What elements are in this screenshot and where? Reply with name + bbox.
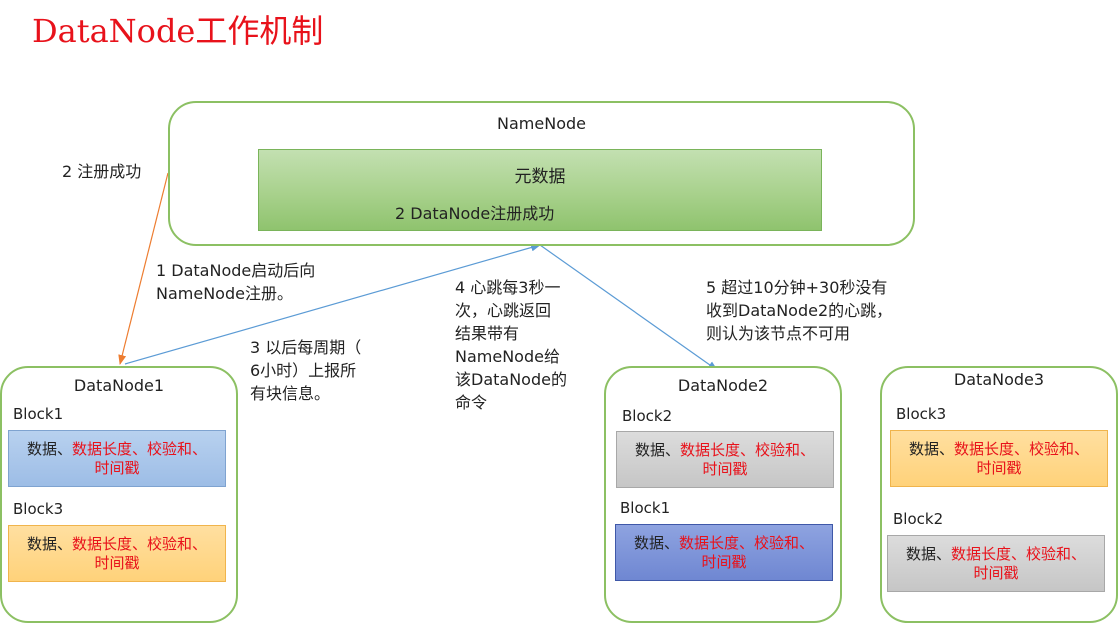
datanode2-box (604, 366, 842, 623)
note-line: 6小时）上报所 (250, 361, 357, 380)
note-line: 3 以后每周期（ (250, 338, 362, 357)
block-data-text: 数据、 (26, 440, 72, 458)
note-line: NameNode给 (455, 347, 560, 366)
startup-register-note: 1 DataNode启动后向 NameNode注册。 (156, 259, 315, 305)
block-time-text: 时间戳 (701, 553, 747, 571)
datanode1-block1-box: 数据、数据长度、校验和、 时间戳 (8, 430, 226, 487)
datanode3-block3-label: Block3 (896, 405, 947, 423)
datanode2-block2-label: Block2 (622, 407, 673, 425)
datanode2-block1-box: 数据、数据长度、校验和、 时间戳 (615, 524, 833, 581)
block-meta-text: 数据长度、校验和、 (680, 441, 816, 459)
note-line: NameNode注册。 (156, 284, 293, 303)
datanode3-block2-label: Block2 (893, 510, 944, 528)
block-meta-text: 数据长度、校验和、 (951, 545, 1087, 563)
note-line: 4 心跳每3秒一 (455, 278, 561, 297)
block-data-text: 数据、 (26, 535, 72, 553)
heartbeat-note: 4 心跳每3秒一 次，心跳返回 结果带有 NameNode给 该DataNode… (455, 276, 567, 414)
datanode2-block1-label: Block1 (620, 499, 671, 517)
namenode-to-datanode2-arrow (530, 236, 718, 371)
note-line: 次，心跳返回 (455, 301, 552, 320)
page-title: DataNode工作机制 (32, 12, 324, 50)
metadata-register-note: 2 DataNode注册成功 (395, 204, 555, 223)
datanode1-to-namenode-arrow (124, 243, 541, 365)
note-line: 收到DataNode2的心跳， (706, 301, 893, 320)
datanode2-label: DataNode2 (677, 376, 769, 395)
note-line: 5 超过10分钟+30秒没有 (706, 278, 888, 297)
note-line: 命令 (455, 393, 488, 412)
datanode2-block2-box: 数据、数据长度、校验和、 时间戳 (616, 431, 834, 488)
datanode3-block2-box: 数据、数据长度、校验和、 时间戳 (887, 535, 1105, 592)
block-time-text: 时间戳 (973, 564, 1019, 582)
block-time-text: 时间戳 (702, 460, 748, 478)
note-line: 有块信息。 (250, 384, 331, 403)
datanode1-block1-label: Block1 (13, 405, 64, 423)
datanode1-block3-label: Block3 (13, 500, 64, 518)
block-meta-text: 数据长度、校验和、 (72, 535, 208, 553)
block-meta-text: 数据长度、校验和、 (954, 440, 1090, 458)
block-time-text: 时间戳 (94, 459, 140, 477)
note-line: 1 DataNode启动后向 (156, 261, 316, 280)
block-data-text: 数据、 (633, 534, 679, 552)
datanode1-block3-box: 数据、数据长度、校验和、 时间戳 (8, 525, 226, 582)
block-meta-text: 数据长度、校验和、 (679, 534, 815, 552)
block-data-text: 数据、 (634, 441, 680, 459)
register-success-note: 2 注册成功 (62, 162, 142, 181)
timeout-note: 5 超过10分钟+30秒没有 收到DataNode2的心跳， 则认为该节点不可用 (706, 276, 892, 345)
note-line: 则认为该节点不可用 (706, 324, 851, 343)
block-meta-text: 数据长度、校验和、 (72, 440, 208, 458)
block-time-text: 时间戳 (976, 459, 1022, 477)
block-time-text: 时间戳 (94, 554, 140, 572)
note-line: 该DataNode的 (455, 370, 567, 389)
metadata-box: 元数据 2 DataNode注册成功 (258, 149, 822, 231)
block-data-text: 数据、 (905, 545, 951, 563)
register-success-arrow (118, 172, 169, 365)
datanode3-label: DataNode3 (953, 370, 1045, 389)
namenode-label: NameNode (497, 114, 586, 133)
block-report-note: 3 以后每周期（ 6小时）上报所 有块信息。 (250, 336, 361, 405)
datanode3-block3-box: 数据、数据长度、校验和、 时间戳 (890, 430, 1108, 487)
block-data-text: 数据、 (908, 440, 954, 458)
datanode1-label: DataNode1 (73, 376, 165, 395)
note-line: 结果带有 (455, 324, 520, 343)
metadata-title: 元数据 (514, 167, 566, 187)
